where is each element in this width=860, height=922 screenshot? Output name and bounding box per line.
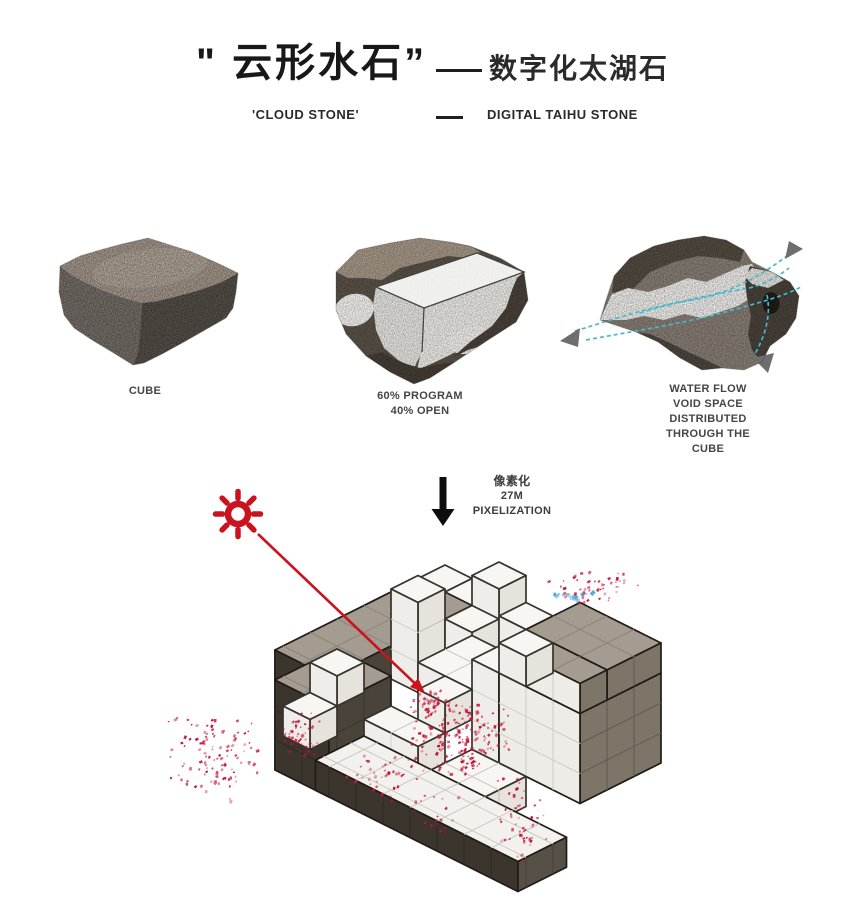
flow-arrowhead-left-icon bbox=[560, 328, 580, 347]
page-title: " 云形水石” bbox=[196, 41, 428, 85]
particle-cluster-gap-trail bbox=[497, 777, 548, 864]
sun-icon bbox=[212, 488, 264, 540]
particle-cluster-left-inner bbox=[283, 712, 321, 758]
particle-clusters bbox=[167, 570, 640, 864]
voxel-model bbox=[274, 561, 662, 893]
pixelization-arrow-icon bbox=[431, 477, 455, 526]
particle-cluster-center-cloud bbox=[409, 698, 511, 781]
flow-arrowhead-bottom-icon bbox=[753, 353, 774, 373]
caption-line: 40% OPEN bbox=[390, 405, 450, 417]
caption-line: CUBE bbox=[691, 443, 725, 455]
stone2-caption: 60% PROGRAM 40% OPEN bbox=[340, 389, 500, 419]
caption-line: 27M bbox=[500, 490, 524, 502]
water-flow-lines bbox=[574, 251, 802, 355]
particle-cluster-top-right-red bbox=[547, 570, 640, 606]
flow-arrowhead-top-icon bbox=[785, 241, 803, 259]
stone-waterflow-illustration bbox=[560, 235, 803, 373]
caption-line: THROUGH THE bbox=[666, 428, 750, 440]
title-dash bbox=[436, 69, 482, 72]
caption-line: PIXELIZATION bbox=[472, 505, 552, 517]
particle-cluster-floor-sprinkle bbox=[344, 754, 427, 803]
caption-line: 60% PROGRAM bbox=[377, 390, 463, 402]
stone-program-illustration bbox=[335, 237, 529, 385]
stone1-caption: CUBE bbox=[95, 384, 195, 399]
caption-line: VOID SPACE bbox=[672, 398, 744, 410]
voxel-block-notch-cube bbox=[498, 628, 554, 688]
stone-cube-illustration bbox=[58, 237, 239, 366]
particle-cluster-top-right-blue bbox=[553, 589, 596, 603]
caption-line: WATER FLOW bbox=[669, 383, 747, 395]
particle-cluster-bottom-sparse bbox=[413, 794, 461, 834]
stone3-caption: WATER FLOW VOID SPACE DISTRIBUTED THROUG… bbox=[632, 382, 784, 457]
particle-cluster-left-cloud bbox=[167, 716, 260, 804]
subtitle-en-right: DIGITAL TAIHU STONE bbox=[487, 107, 638, 122]
particle-cluster-center-upper bbox=[409, 689, 451, 718]
caption-line: CUBE bbox=[128, 385, 162, 397]
annotation-overlay bbox=[212, 477, 455, 693]
pixelization-caption: 像素化 27M PIXELIZATION bbox=[458, 474, 566, 519]
voxel-block-target-cube bbox=[417, 675, 473, 734]
sunlight-arrow bbox=[257, 533, 425, 693]
voxel-block-wall-notch-b bbox=[309, 648, 365, 707]
caption-line-zh: 像素化 bbox=[493, 474, 531, 488]
subtitle-en-left: 'CLOUD STONE' bbox=[252, 107, 360, 122]
voxel-block-front-bar bbox=[314, 735, 568, 893]
page-title-secondary: 数字化太湖石 bbox=[489, 53, 670, 84]
caption-line: DISTRIBUTED bbox=[669, 413, 747, 425]
subtitle-dash bbox=[436, 116, 463, 119]
